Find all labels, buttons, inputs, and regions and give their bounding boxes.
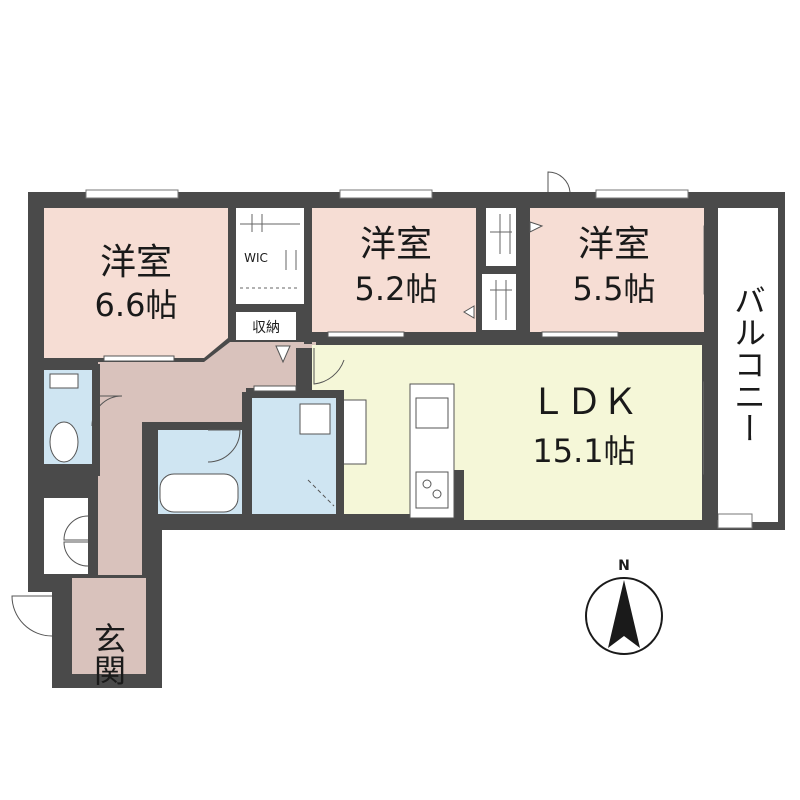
hanger-rods bbox=[240, 214, 512, 320]
sink-icon bbox=[415, 397, 449, 429]
closet-lower bbox=[482, 274, 516, 330]
bathtub-icon bbox=[159, 473, 239, 513]
western-room-3-size: 5.5帖 bbox=[573, 270, 656, 308]
toilet-icon bbox=[49, 421, 79, 463]
western-room-2-size: 5.2帖 bbox=[355, 270, 438, 308]
hallway bbox=[98, 342, 316, 575]
ldk-label: ＬＤＫ bbox=[530, 382, 638, 423]
sliding-doors bbox=[103, 331, 619, 392]
western-room-2 bbox=[312, 208, 476, 332]
western-room-1-label: 洋室 bbox=[100, 242, 172, 283]
western-room-3 bbox=[530, 208, 704, 332]
entrance-area bbox=[72, 578, 146, 674]
western-room-2-label: 洋室 bbox=[360, 224, 432, 265]
storage-arrow-icon bbox=[275, 345, 291, 364]
ldk-room bbox=[312, 345, 702, 520]
western-room-3-label: 洋室 bbox=[578, 224, 650, 265]
closet-arrow-icon-2 bbox=[529, 221, 544, 233]
balcony-area bbox=[718, 208, 778, 522]
entrance-label: 玄関 bbox=[89, 622, 127, 686]
closet-upper bbox=[486, 208, 516, 266]
storage-room bbox=[236, 312, 296, 340]
stove-icon bbox=[415, 471, 449, 509]
washbasin-icon bbox=[299, 403, 331, 435]
balcony-label: バルコニー bbox=[729, 284, 767, 444]
ldk-size: 15.1帖 bbox=[532, 432, 635, 470]
back-counter bbox=[341, 399, 367, 465]
compass-icon: N bbox=[585, 558, 663, 655]
wic-label: WIC bbox=[244, 251, 268, 265]
shoe-closet bbox=[44, 498, 88, 574]
interior-walls bbox=[88, 200, 718, 578]
western-room-1-size: 6.6帖 bbox=[95, 286, 178, 324]
compass-north-label: N bbox=[618, 558, 630, 574]
storage-label: 収納 bbox=[252, 320, 280, 336]
western-room-1 bbox=[44, 208, 228, 358]
toilet-tank bbox=[49, 373, 79, 389]
closet-arrow-icon bbox=[463, 305, 475, 319]
swing-doors bbox=[11, 171, 571, 637]
